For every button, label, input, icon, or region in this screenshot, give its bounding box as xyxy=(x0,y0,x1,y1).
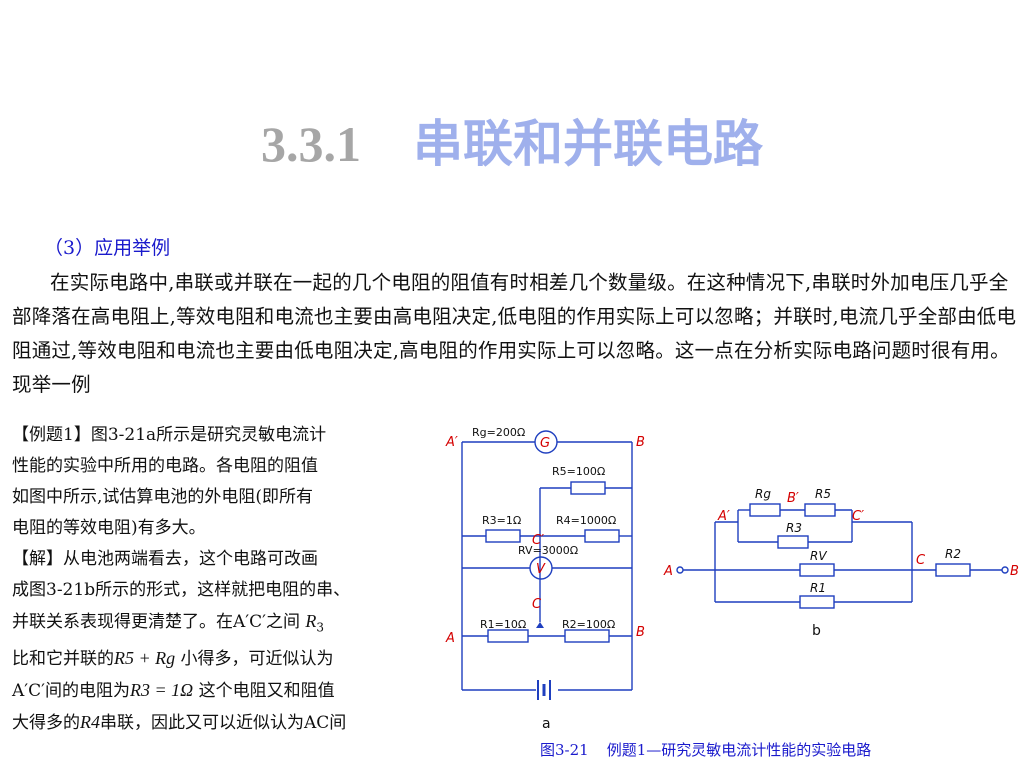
formula-r3: R3 = 1Ω xyxy=(130,680,194,701)
caption-b: b xyxy=(812,623,821,639)
label-r1: R1=10Ω xyxy=(480,618,526,631)
slide-title: 3.3.1 串联和并联电路 xyxy=(0,104,1024,176)
formula-r4: R4 xyxy=(80,712,100,733)
solution-line: 大得多的R4串联，因此又可以近似认为AC间 xyxy=(12,712,347,734)
example-line: 性能的实验中所用的电路。各电阻的阻值 xyxy=(12,456,318,476)
b-label-rg: Rg xyxy=(755,487,771,501)
b-label-r3: R3 xyxy=(786,521,802,535)
label-r2: R2=100Ω xyxy=(562,618,615,631)
solution-line: 成图3-21b所示的形式，这样就把电阻的串、 xyxy=(12,580,351,600)
example-line: 电阻的等效电阻)有多大。 xyxy=(12,518,206,538)
node-a-prime: A′ xyxy=(445,435,458,450)
label-r4: R4=1000Ω xyxy=(556,514,616,527)
node-c-prime: C′ xyxy=(532,533,544,548)
label-rv: RV=3000Ω xyxy=(518,544,578,557)
node-b-lower: B xyxy=(636,625,645,640)
b-label-r5: R5 xyxy=(815,487,831,501)
body-paragraph: 在实际电路中,串联或并联在一起的几个电阻的阻值有时相差几个数量级。在这种情况下,… xyxy=(12,271,1017,396)
node-b: B xyxy=(636,435,645,450)
example-line: 【例题1】图3-21a所示是研究灵敏电流计 xyxy=(12,425,327,445)
figure-caption-text: 例题1—研究灵敏电流计性能的实验电路 xyxy=(606,741,872,759)
b-node-c: C xyxy=(916,553,926,568)
label-g: G xyxy=(540,436,550,451)
caption-a: a xyxy=(542,716,551,732)
b-label-rv: RV xyxy=(810,549,827,563)
b-node-b-prime: B′ xyxy=(787,491,799,506)
solution-line: 【解】从电池两端看去，这个电路可改画 xyxy=(12,549,318,569)
label-v: V xyxy=(536,562,546,577)
b-node-c-prime: C′ xyxy=(852,509,864,524)
example-line: 如图中所示,试估算电池的外电阻(即所有 xyxy=(12,487,314,507)
section-heading: （3）应用举例 xyxy=(44,237,171,259)
title-number: 3.3.1 xyxy=(261,116,361,172)
label-rg: Rg=200Ω xyxy=(472,426,525,439)
r3-symbol: R xyxy=(305,611,317,631)
circuit-diagram-a: Rg=200Ω R5=100Ω R3=1Ω R4=1000Ω RV=3000Ω … xyxy=(445,426,645,732)
b-label-r2: R2 xyxy=(945,547,961,561)
b-node-b: B xyxy=(1010,564,1019,579)
title-text: 串联和并联电路 xyxy=(413,116,763,172)
formula-r5-rg: R5 + Rg xyxy=(114,648,176,669)
solution-line: A′C′间的电阻为R3 = 1Ω 这个电阻又和阻值 xyxy=(12,680,335,702)
node-a: A xyxy=(445,631,455,646)
solution-line: 比和它并联的R5 + Rg 小得多，可近似认为 xyxy=(12,648,334,670)
circuit-diagram-b: Rg R5 R3 RV R1 R2 A′ B′ C′ C A B b xyxy=(663,487,1019,639)
b-node-a: A xyxy=(663,564,673,579)
label-r5: R5=100Ω xyxy=(552,465,605,478)
figure-number: 图3-21 xyxy=(540,741,589,759)
label-r3: R3=1Ω xyxy=(482,514,521,527)
b-node-a-prime: A′ xyxy=(717,509,730,524)
figure-caption: 图3-21 例题1—研究灵敏电流计性能的实验电路 xyxy=(540,739,871,760)
b-label-r1: R1 xyxy=(810,581,826,595)
example-text: 【例题1】图3-21a所示是研究灵敏电流计 性能的实验中所用的电路。各电阻的阻值… xyxy=(12,420,452,739)
node-c: C xyxy=(532,597,542,612)
solution-line: 并联关系表现得更清楚了。在A′C′之间 R3 xyxy=(12,611,325,635)
